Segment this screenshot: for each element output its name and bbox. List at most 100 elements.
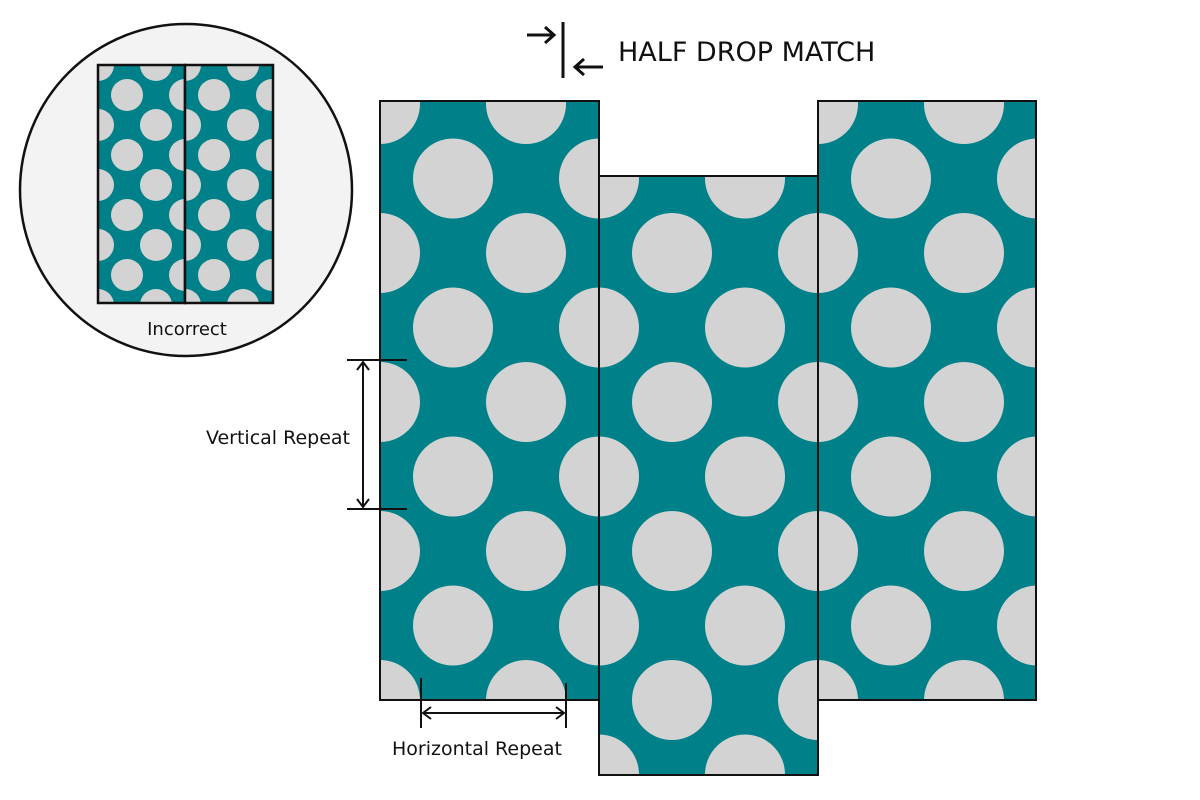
polka-dot [111, 79, 143, 111]
polka-dot [486, 511, 566, 591]
polka-dot [486, 362, 566, 442]
polka-dot [486, 660, 566, 700]
polka-dot [705, 287, 785, 368]
polka-dot [599, 585, 639, 666]
wallpaper-panel-2 [598, 175, 819, 776]
polka-dot [111, 139, 143, 171]
half-drop-arrows-icon [527, 22, 603, 78]
polka-dot [924, 362, 1004, 442]
polka-dot [413, 287, 493, 368]
polka-dot [140, 109, 172, 141]
polka-dot [851, 585, 931, 666]
polka-dot [185, 289, 201, 303]
polka-dot [818, 213, 858, 293]
polka-dot [599, 176, 639, 219]
polka-dot [818, 511, 858, 591]
polka-dot [185, 65, 201, 81]
polka-dot [98, 289, 114, 303]
polka-dot [851, 287, 931, 368]
polka-dot [98, 65, 114, 81]
polka-dot [169, 199, 185, 231]
panel-border [817, 100, 1037, 701]
polka-dot [559, 287, 599, 368]
polka-dot [140, 65, 172, 81]
polka-dot [997, 585, 1036, 666]
polka-dot [380, 660, 420, 700]
polka-dot [413, 138, 493, 219]
polka-dot [924, 660, 1004, 700]
polka-dot [227, 229, 259, 261]
polka-dot [413, 436, 493, 517]
polka-dot [380, 213, 420, 293]
polka-dot [705, 585, 785, 666]
polka-dot [413, 585, 493, 666]
polka-dot [98, 109, 114, 141]
polka-dot [486, 101, 566, 144]
polka-dot [256, 259, 273, 291]
polka-dot [559, 585, 599, 666]
polka-dot [632, 511, 712, 591]
polka-dot [256, 139, 273, 171]
horizontal-repeat-marker [420, 678, 567, 728]
polka-dot [227, 65, 259, 81]
inset-label: Incorrect [147, 319, 227, 340]
polka-dot [778, 660, 818, 740]
polka-dot [997, 287, 1036, 368]
polka-dot [198, 139, 230, 171]
polka-dot [185, 229, 201, 261]
polka-dot [380, 362, 420, 442]
polka-dot [778, 362, 818, 442]
polka-dot [705, 734, 785, 775]
polka-dot [227, 169, 259, 201]
polka-dot [818, 362, 858, 442]
polka-dot [227, 289, 259, 303]
polka-dot [380, 511, 420, 591]
polka-dot [256, 79, 273, 111]
diagram-title: HALF DROP MATCH [618, 37, 875, 68]
polka-dot [599, 436, 639, 517]
polka-dot [818, 101, 858, 144]
polka-dot [185, 109, 201, 141]
polka-dot [140, 169, 172, 201]
polka-dot [924, 101, 1004, 144]
polka-dot [559, 436, 599, 517]
polka-dot [778, 213, 818, 293]
polka-dot [559, 138, 599, 219]
polka-dot [632, 660, 712, 740]
polka-dot [227, 109, 259, 141]
polka-dot [599, 287, 639, 368]
polka-dot [705, 176, 785, 219]
polka-dot [198, 259, 230, 291]
horizontal-repeat-label: Horizontal Repeat [392, 738, 562, 760]
polka-dot [169, 79, 185, 111]
polka-dot [198, 199, 230, 231]
polka-dot [111, 199, 143, 231]
polka-dot [851, 436, 931, 517]
wallpaper-panel-3 [817, 100, 1037, 701]
polka-dot [632, 213, 712, 293]
polka-dot [632, 362, 712, 442]
polka-dot [140, 289, 172, 303]
polka-dot [169, 259, 185, 291]
wallpaper-panel-1 [379, 100, 600, 701]
polka-dot [486, 213, 566, 293]
polka-dot [924, 511, 1004, 591]
polka-dot [140, 229, 172, 261]
polka-dot [111, 259, 143, 291]
panel-border [183, 63, 275, 305]
polka-dot [818, 660, 858, 700]
polka-dot [169, 139, 185, 171]
polka-dot [705, 436, 785, 517]
polka-dot [198, 79, 230, 111]
polka-dot [778, 511, 818, 591]
polka-dot [185, 169, 201, 201]
inset-panel-right [183, 63, 275, 305]
polka-dot [997, 436, 1036, 517]
polka-dot [924, 213, 1004, 293]
polka-dot [599, 734, 639, 775]
polka-dot [851, 138, 931, 219]
vertical-repeat-label: Vertical Repeat [206, 427, 350, 449]
polka-dot [98, 229, 114, 261]
vertical-repeat-marker [347, 359, 407, 510]
